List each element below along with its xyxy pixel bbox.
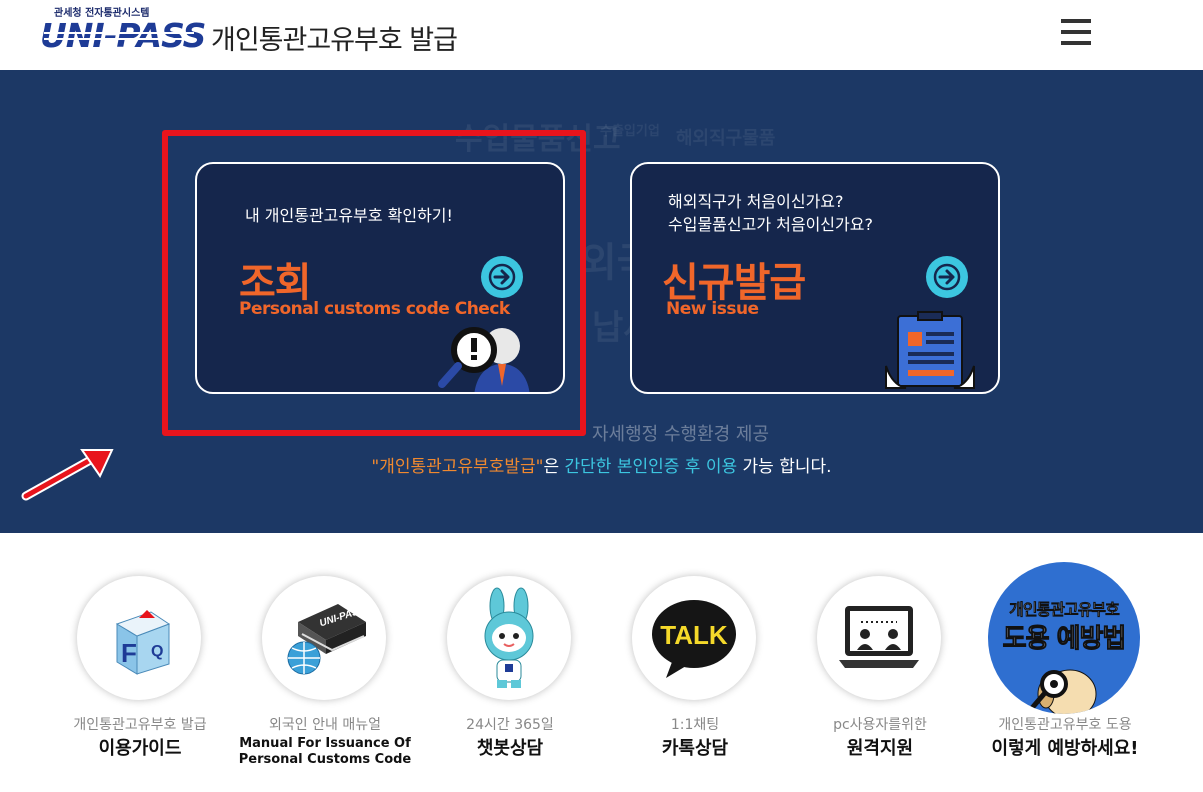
- foreigner-manual-caption: 외국인 안내 매뉴얼: [269, 717, 381, 733]
- header: 관세청 전자통관시스템 UNI-PASS 개인통관고유부호 발급: [0, 0, 1203, 70]
- theft-prevention-caption: 개인통관고유부호 도용: [998, 717, 1132, 733]
- lookup-card-subtitle: Personal customs code Check: [239, 299, 510, 319]
- logo-subtitle: 관세청 전자통관시스템: [54, 8, 150, 19]
- usage-guide-item[interactable]: F Q 개인통관고유부호 발급 이용가이드: [60, 562, 220, 772]
- hero-notice: "개인통관고유부호발급"은 간단한 본인인증 후 이용 가능 합니다.: [371, 457, 832, 477]
- talk-bubble-icon: TALK: [632, 576, 756, 700]
- logo-stripe: [44, 32, 194, 34]
- theft-prevention-item[interactable]: 개인통관고유부호 도용 예방법 개인통관고유부호 도용 이렇게 예방하세요!: [985, 562, 1145, 772]
- lookup-card-title: 조회: [239, 260, 312, 306]
- prevention-badge-line2: 도용 예방법: [1002, 624, 1127, 655]
- document-clipboard-icon: [885, 311, 975, 389]
- theft-prevention-label: 이렇게 예방하세요!: [991, 738, 1139, 759]
- page-title: 개인통관고유부호 발급: [211, 25, 458, 56]
- chatbot-rabbit-icon: [447, 576, 571, 700]
- prevention-badge-line1: 개인통관고유부호: [1009, 600, 1120, 620]
- talk-text: TALK: [660, 620, 728, 650]
- faq-cube-icon: F Q: [77, 576, 201, 700]
- red-arrow-indicator: [21, 449, 114, 501]
- kakaotalk-item[interactable]: TALK 1:1채팅 카톡상담: [615, 562, 775, 772]
- arrow-right-icon[interactable]: [926, 256, 968, 298]
- hamburger-icon[interactable]: [1061, 19, 1091, 45]
- lookup-card-desc: 내 개인통관고유부호 확인하기!: [245, 206, 453, 225]
- foreigner-manual-item[interactable]: UNI-PASS 외국인 안내 매뉴얼 Manual For Issuance …: [239, 562, 411, 772]
- logo-stripe: [44, 38, 194, 40]
- logo-wordmark: UNI-PASS: [40, 16, 206, 55]
- usage-guide-label: 이용가이드: [98, 738, 182, 759]
- svg-text:Q: Q: [151, 643, 163, 660]
- background-word: 수출입기업: [600, 124, 660, 139]
- remote-support-item[interactable]: pc사용자를위한 원격지원: [800, 562, 960, 772]
- remote-support-icon: [817, 576, 941, 700]
- kakaotalk-caption: 1:1채팅: [670, 717, 720, 733]
- new-issue-subtitle: New issue: [666, 299, 759, 319]
- svg-text:F: F: [121, 638, 137, 668]
- chatbot-caption: 24시간 365일: [466, 717, 554, 733]
- manual-book-icon: UNI-PASS: [262, 576, 386, 700]
- highlight-box: [162, 130, 586, 436]
- kakaotalk-label: 카톡상담: [661, 738, 729, 759]
- uni-pass-logo[interactable]: 관세청 전자통관시스템 UNI-PASS: [40, 4, 206, 56]
- new-issue-title: 신규발급: [662, 260, 806, 306]
- remote-support-caption: pc사용자를위한: [833, 717, 927, 733]
- new-issue-desc-2: 수입물품신고가 처음이신가요?: [668, 215, 873, 234]
- background-word: 해외직구물품: [676, 128, 776, 149]
- remote-support-label: 원격지원: [846, 738, 914, 759]
- background-word: 자세행정 수행환경 제공: [592, 424, 770, 445]
- inspector-icon: [438, 327, 530, 392]
- lookup-card[interactable]: 내 개인통관고유부호 확인하기! 조회 Personal customs cod…: [195, 162, 565, 394]
- chatbot-item[interactable]: 24시간 365일 챗봇상담: [430, 562, 590, 772]
- usage-guide-caption: 개인통관고유부호 발급: [73, 717, 207, 733]
- arrow-right-icon[interactable]: [481, 256, 523, 298]
- new-issue-card[interactable]: 해외직구가 처음이신가요? 수입물품신고가 처음이신가요? 신규발급 New i…: [630, 162, 1000, 394]
- background-word: 수입물품신고: [455, 122, 621, 157]
- chatbot-label: 챗봇상담: [476, 738, 544, 759]
- new-issue-desc-1: 해외직구가 처음이신가요?: [668, 192, 844, 211]
- theft-prevention-icon: 개인통관고유부호 도용 예방법: [988, 562, 1140, 714]
- detective-dog-icon: [1029, 669, 1097, 714]
